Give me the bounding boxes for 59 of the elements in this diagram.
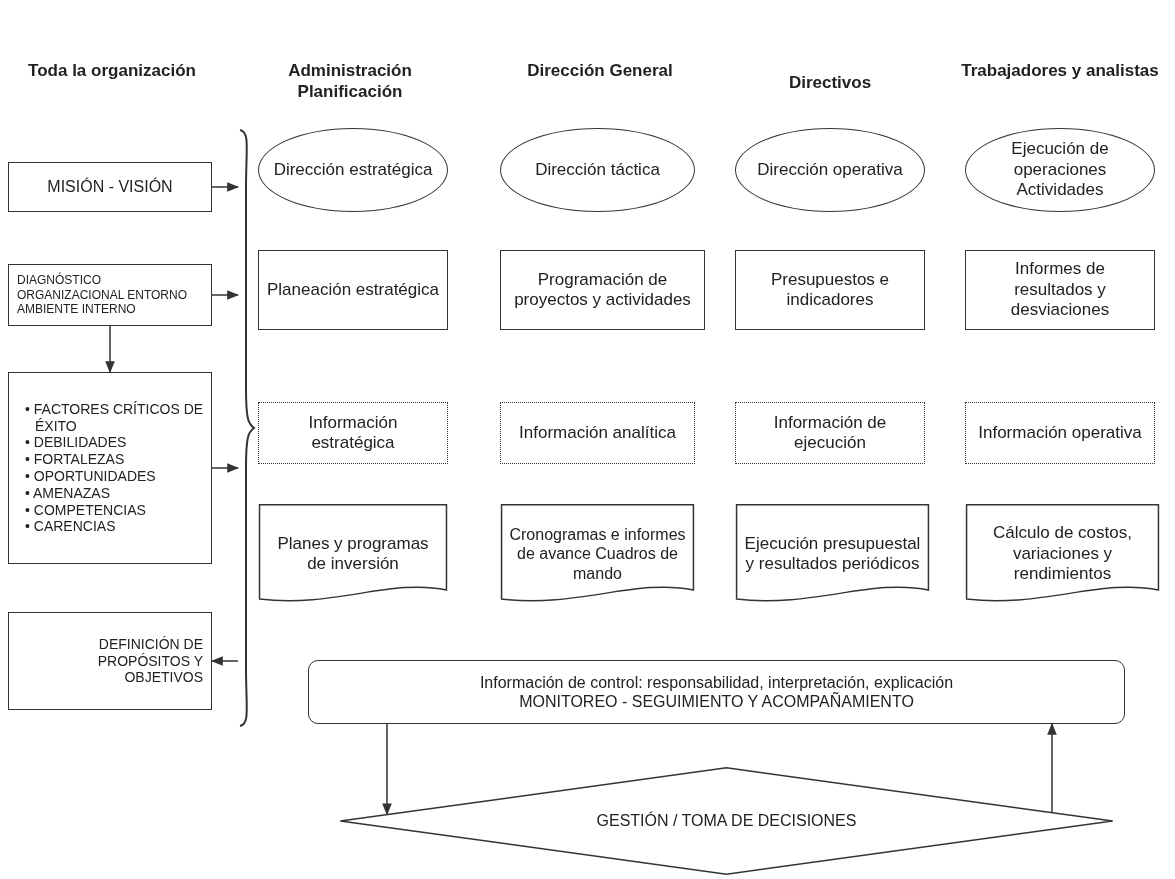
process-box	[258, 250, 448, 330]
dotted-box	[258, 402, 448, 464]
arrow	[211, 463, 240, 473]
process-box	[500, 250, 705, 330]
document-shape	[735, 504, 930, 604]
list-item: • CARENCIAS	[25, 518, 117, 536]
list-item: • AMENAZAS	[25, 484, 112, 502]
list-item: • COMPETENCIAS	[25, 501, 147, 519]
list-item: • FACTORES CRÍTICOS DE ÉXITO	[25, 400, 205, 435]
process-box	[735, 250, 925, 330]
decision-diamond	[338, 767, 1115, 875]
arrow	[211, 182, 240, 192]
node-label: DEFINICIÓN DE PROPÓSITOS Y OBJETIVOS	[96, 635, 203, 687]
arrow	[210, 656, 239, 666]
node-label: DIAGNÓSTICO ORGANIZACIONAL ENTORNO AMBIENTE INTERNO	[17, 273, 189, 317]
node-label: MISIÓN - VISIÓN	[47, 177, 173, 197]
node-label: Cálculo de costos, variaciones y rendimientos	[992, 523, 1133, 585]
node-label: Información operativa	[978, 422, 1142, 444]
process-box	[8, 264, 212, 326]
list-item: • FORTALEZAS	[25, 451, 126, 468]
process-box	[965, 250, 1155, 330]
node-label: Cronogramas e informes de avance Cuadros de mando	[508, 525, 687, 583]
column-header: Administración Planificación	[287, 60, 413, 103]
node-label: Información analítica	[519, 422, 676, 444]
node-label: Dirección táctica	[535, 159, 660, 181]
rounded-box	[308, 660, 1125, 724]
node-label: GESTIÓN / TOMA DE DECISIONES	[596, 811, 857, 831]
column-header: Directivos	[787, 72, 873, 94]
node-label: Presupuestos e indicadores	[769, 269, 891, 311]
column-header: Dirección General	[526, 60, 674, 82]
list-item: • OPORTUNIDADES	[25, 468, 157, 485]
list-item: • DEBILIDADES	[25, 434, 128, 452]
node-label: Información estratégica	[307, 412, 399, 454]
dotted-box	[500, 402, 695, 464]
arrow	[211, 290, 240, 300]
node-label: Dirección operativa	[757, 159, 903, 181]
dotted-box	[735, 402, 925, 464]
process-box	[8, 162, 212, 212]
node-label: Planeación estratégica	[267, 279, 439, 301]
node-label: Información de control: responsabilidad, interpretación, explicación	[479, 672, 954, 692]
column-header: Toda la organización	[27, 60, 197, 82]
arrow	[382, 723, 392, 816]
node-label: Planes y programas de inversión	[276, 533, 430, 575]
column-header: Trabajadores y analistas	[960, 60, 1160, 82]
node-label: Ejecución de operaciones Actividades	[1010, 139, 1110, 201]
dotted-box	[965, 402, 1155, 464]
node-label: Ejecución presupuestal y resultados periódicos	[743, 533, 922, 575]
node-label: Información de ejecución	[772, 412, 888, 454]
node-label: Dirección estratégica	[273, 159, 433, 181]
process-box	[8, 612, 212, 710]
node-label: Informes de resultados y desviaciones	[1009, 259, 1111, 321]
arrow	[1047, 722, 1057, 813]
node-label: MONITOREO - SEGUIMIENTO Y ACOMPAÑAMIENTO	[519, 692, 914, 712]
list-box	[8, 372, 212, 564]
document-shape	[500, 504, 695, 604]
arrow	[105, 325, 115, 374]
node-label: Programación de proyectos y actividades	[513, 269, 692, 311]
document-shape	[258, 504, 448, 604]
document-shape	[965, 504, 1160, 604]
